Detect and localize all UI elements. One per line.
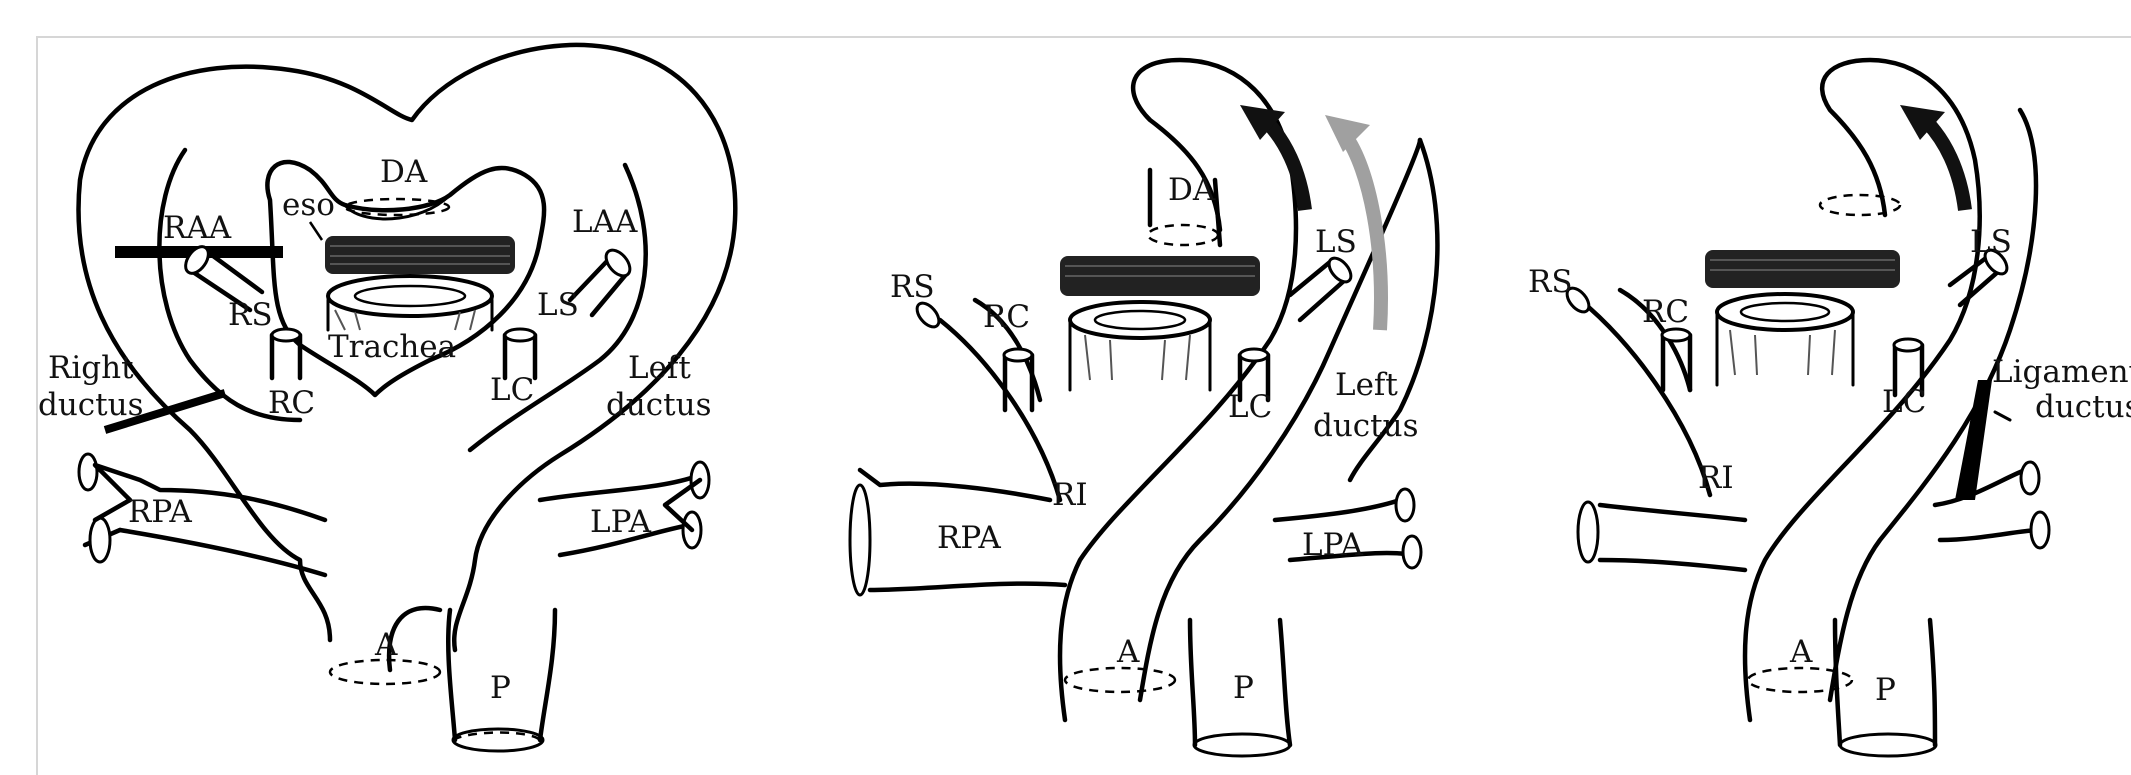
raa-inner-wall bbox=[159, 150, 300, 420]
label-left-ductus-1: Left bbox=[628, 350, 691, 386]
da-opening bbox=[1148, 225, 1218, 245]
label-ri: RI bbox=[1698, 460, 1734, 496]
aorta-opening bbox=[330, 660, 440, 684]
ls-vessel bbox=[570, 246, 635, 315]
trachea bbox=[1717, 294, 1853, 385]
label-eso: eso bbox=[282, 187, 335, 223]
esophagus bbox=[1705, 250, 1900, 288]
label-left-ductus-2: ductus bbox=[606, 387, 712, 423]
label-rs: RS bbox=[1528, 264, 1573, 300]
label-raa: RAA bbox=[163, 210, 232, 246]
label-lpa: LPA bbox=[590, 504, 652, 540]
label-trachea: Trachea bbox=[328, 329, 456, 365]
flow-arrow-grey-head bbox=[1325, 115, 1370, 152]
flow-arrow-dark bbox=[1925, 120, 1965, 210]
label-rpa: RPA bbox=[937, 520, 1001, 556]
label-rs: RS bbox=[228, 297, 273, 333]
label-right-ductus-1: Right bbox=[48, 350, 134, 386]
rpa-vessel bbox=[79, 454, 325, 575]
label-rc: RC bbox=[1642, 294, 1689, 330]
ligamentum-ductus bbox=[1955, 380, 1992, 500]
label-da: DA bbox=[1168, 172, 1216, 208]
aorta-opening bbox=[1065, 668, 1175, 692]
label-lpa: LPA bbox=[1302, 527, 1364, 563]
flow-arrow-dark bbox=[1265, 120, 1305, 210]
ligament-pointer bbox=[1995, 412, 2010, 420]
label-laa: LAA bbox=[572, 204, 638, 240]
label-rc: RC bbox=[983, 299, 1030, 335]
label-ligament-2: ductus bbox=[2035, 389, 2131, 425]
label-ls: LS bbox=[537, 287, 579, 323]
lpa-vessel bbox=[1935, 462, 2049, 548]
lc-vessel bbox=[505, 329, 535, 378]
esophagus bbox=[325, 236, 515, 274]
label-rpa: RPA bbox=[128, 494, 192, 530]
eso-pointer bbox=[310, 222, 322, 240]
label-left-ductus-2: ductus bbox=[1313, 408, 1419, 444]
rpa-vessel bbox=[1578, 502, 1745, 570]
rc-vessel bbox=[1004, 349, 1032, 410]
trachea bbox=[1070, 302, 1210, 390]
rc-vessel bbox=[272, 329, 300, 378]
label-left-ductus-1: Left bbox=[1335, 367, 1398, 403]
right-arch-outer bbox=[1830, 110, 2036, 700]
label-lc: LC bbox=[1228, 389, 1272, 425]
label-p: P bbox=[1875, 672, 1896, 708]
label-right-ductus-2: ductus bbox=[38, 387, 144, 423]
label-ri: RI bbox=[1052, 477, 1088, 513]
da-opening bbox=[1820, 195, 1900, 215]
label-a: A bbox=[1116, 634, 1140, 670]
label-rc: RC bbox=[268, 385, 315, 421]
label-a: A bbox=[1789, 634, 1813, 670]
label-lc: LC bbox=[490, 372, 534, 408]
label-ligament-1: Ligament bbox=[1992, 354, 2131, 390]
label-rs: RS bbox=[890, 269, 935, 305]
label-da: DA bbox=[380, 154, 428, 190]
label-a: A bbox=[374, 627, 398, 663]
label-ls: LS bbox=[1315, 224, 1357, 260]
label-ls: LS bbox=[1970, 224, 2012, 260]
trachea bbox=[328, 276, 492, 330]
label-p: P bbox=[1233, 670, 1254, 706]
esophagus bbox=[1060, 256, 1260, 296]
label-p: P bbox=[490, 670, 511, 706]
label-lc: LC bbox=[1882, 384, 1926, 420]
